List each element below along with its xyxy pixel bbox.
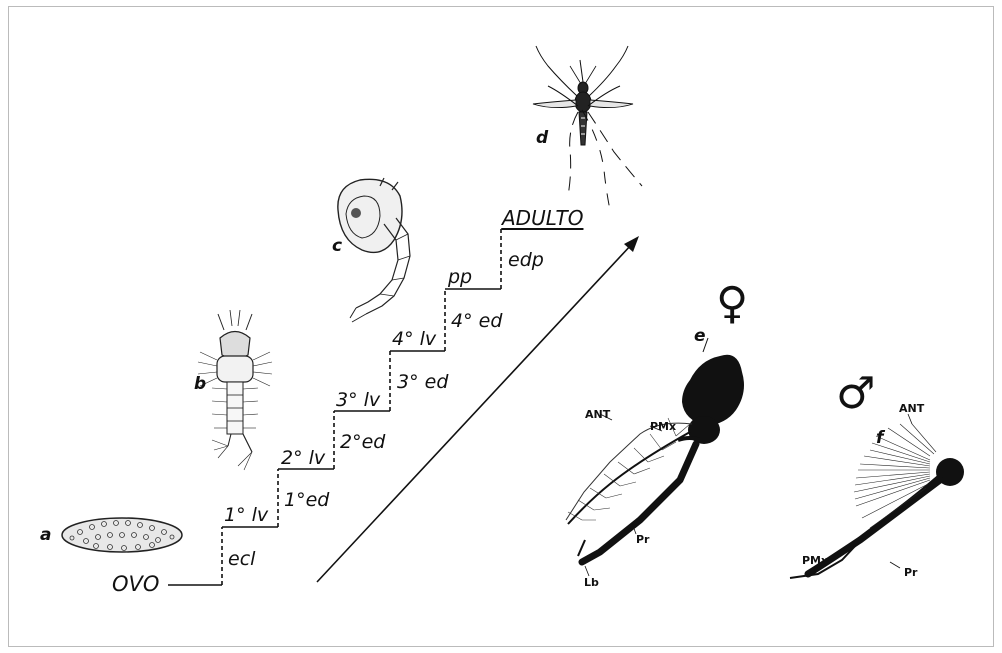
female-ant-label: ANT bbox=[585, 408, 610, 421]
stage-pp-label: pp bbox=[448, 268, 472, 287]
stage-lv4-label: 4° lv bbox=[392, 330, 436, 349]
female-symbol: ♀ bbox=[716, 282, 748, 326]
pupa-illustration bbox=[338, 178, 410, 322]
adult-mosquito-illustration bbox=[533, 46, 642, 210]
female-lb-label: Lb bbox=[584, 576, 599, 589]
stage-lv1-label: 1° lv bbox=[224, 506, 268, 525]
stage-ed1-label: 1°ed bbox=[284, 491, 329, 510]
stage-edp-label: edp bbox=[508, 251, 544, 270]
stage-lv2-label: 2° lv bbox=[281, 449, 325, 468]
male-pr-label: Pr bbox=[904, 566, 918, 579]
stage-adulto-label: ADULTO bbox=[502, 208, 583, 228]
stage-ecl-label: ecl bbox=[228, 550, 255, 569]
female-pr-label: Pr bbox=[636, 533, 650, 546]
panel-label-b: b bbox=[194, 376, 206, 393]
female-pmx-label: PMx bbox=[650, 420, 676, 433]
panel-label-c: c bbox=[332, 238, 342, 255]
male-symbol: ♂ bbox=[836, 372, 875, 416]
male-ant-label: ANT bbox=[899, 402, 924, 415]
stage-ed3-label: 3° ed bbox=[397, 373, 448, 392]
panel-label-a: a bbox=[40, 527, 51, 544]
panel-label-e: e bbox=[694, 328, 706, 345]
stage-ed2-label: 2°ed bbox=[340, 433, 385, 452]
larva-illustration bbox=[198, 310, 272, 470]
stage-lv3-label: 3° lv bbox=[336, 391, 380, 410]
female-head-illustration bbox=[566, 338, 744, 576]
stage-ovo-label: OVO bbox=[112, 574, 159, 595]
egg-illustration bbox=[62, 518, 182, 552]
panel-label-f: f bbox=[876, 430, 883, 447]
male-pmx-label: PMx bbox=[802, 554, 828, 567]
stage-ed4-label: 4° ed bbox=[451, 312, 502, 331]
panel-label-d: d bbox=[536, 130, 548, 147]
